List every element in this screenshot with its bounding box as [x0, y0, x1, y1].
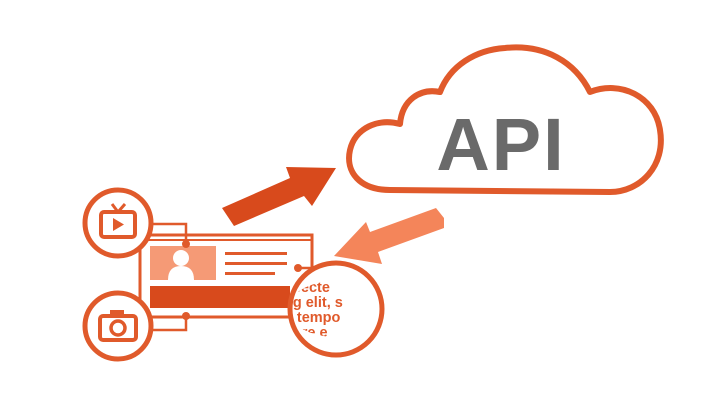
camera-circle: [82, 290, 154, 362]
api-label: API: [436, 103, 566, 186]
response-arrow: [334, 208, 444, 264]
magnifier-text: nsecte ng elit, s d tempo bore e: [288, 281, 384, 337]
magnifier-circle: [287, 260, 385, 358]
magnifier-line: bore e: [288, 325, 328, 338]
content-bar: [150, 286, 290, 308]
magnifier-line: ng elit, s: [288, 295, 343, 311]
magnifier-line: d tempo: [288, 310, 341, 326]
cloud-shape: [346, 44, 664, 195]
text-lines: [225, 252, 287, 275]
camera-icon: [98, 310, 138, 342]
request-arrow: [222, 167, 336, 226]
user-avatar-icon: [168, 250, 194, 280]
tv-play-icon: [99, 203, 137, 239]
connector-dots: [182, 240, 302, 320]
